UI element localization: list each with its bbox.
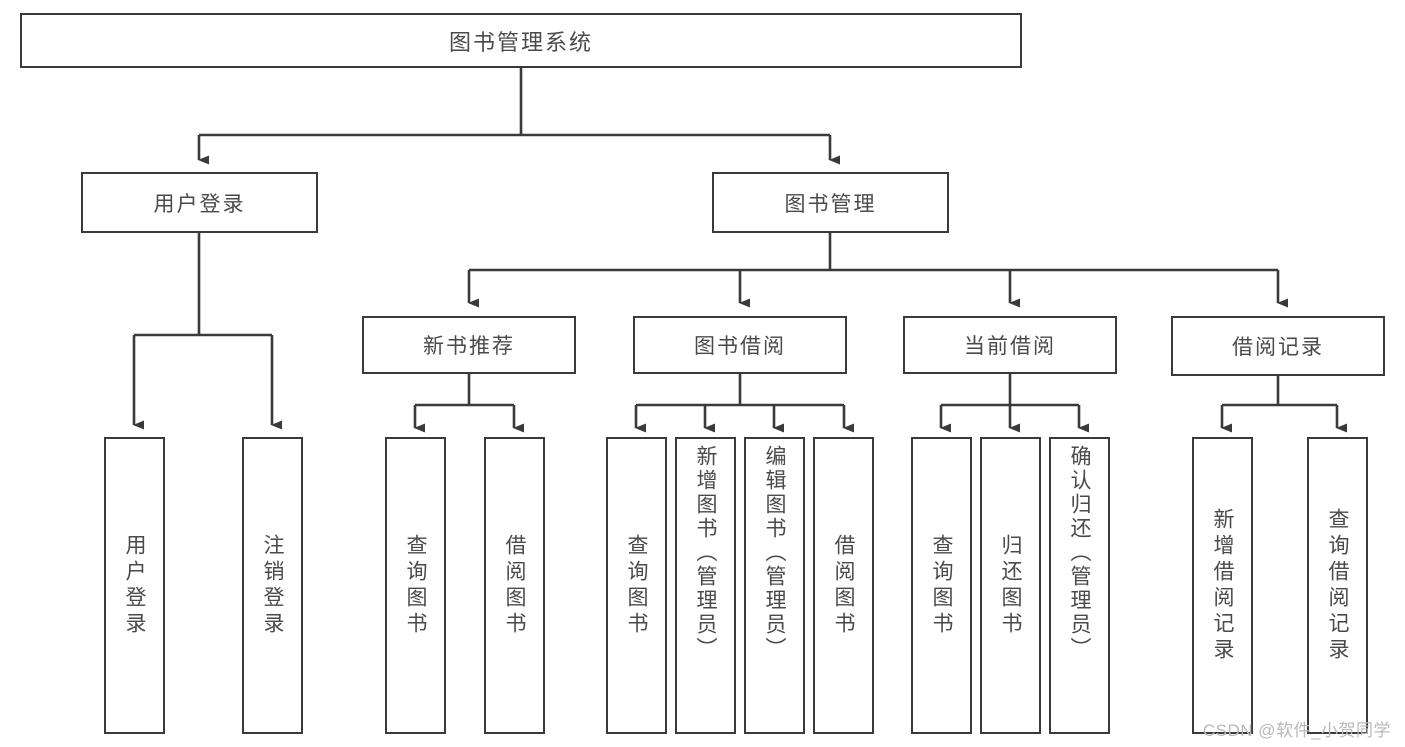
leaf-query-book-3-label: 查询图书 bbox=[930, 533, 953, 638]
leaf-query-record-label: 查询借阅记录 bbox=[1326, 507, 1349, 664]
node-new-book-recommend[interactable]: 新书推荐 bbox=[362, 316, 576, 374]
leaf-query-book-2[interactable]: 查询图书 bbox=[606, 437, 667, 734]
leaf-add-book[interactable]: 新增图书（管理员） bbox=[675, 437, 736, 734]
node-new-book-recommend-label: 新书推荐 bbox=[423, 335, 515, 358]
node-book-borrow-label: 图书借阅 bbox=[694, 335, 786, 358]
node-borrow-record-label: 借阅记录 bbox=[1232, 336, 1324, 359]
leaf-user-login-label: 用户登录 bbox=[123, 533, 146, 638]
leaf-confirm-return-label: 确认归还（管理员） bbox=[1068, 445, 1091, 661]
node-book-manage-label: 图书管理 bbox=[784, 192, 877, 216]
node-root-book-management-system[interactable]: 图书管理系统 bbox=[20, 13, 1022, 68]
leaf-add-book-label: 新增图书（管理员） bbox=[694, 445, 717, 661]
leaf-edit-book[interactable]: 编辑图书（管理员） bbox=[744, 437, 805, 734]
leaf-edit-book-label: 编辑图书（管理员） bbox=[763, 445, 786, 661]
node-current-borrow-label: 当前借阅 bbox=[964, 335, 1056, 358]
leaf-add-record[interactable]: 新增借阅记录 bbox=[1192, 437, 1253, 734]
leaf-logout-label: 注销登录 bbox=[261, 533, 284, 638]
node-current-borrow[interactable]: 当前借阅 bbox=[903, 316, 1117, 374]
node-book-manage[interactable]: 图书管理 bbox=[712, 172, 949, 233]
leaf-query-book-3[interactable]: 查询图书 bbox=[911, 437, 972, 734]
csdn-watermark: CSDN @软件_小贺同学 bbox=[1202, 721, 1391, 740]
leaf-borrow-book-2-label: 借阅图书 bbox=[832, 533, 855, 638]
node-book-borrow[interactable]: 图书借阅 bbox=[633, 316, 847, 374]
leaf-add-record-label: 新增借阅记录 bbox=[1211, 507, 1234, 664]
leaf-confirm-return[interactable]: 确认归还（管理员） bbox=[1049, 437, 1110, 734]
leaf-query-book-2-label: 查询图书 bbox=[625, 533, 648, 638]
leaf-return-book-label: 归还图书 bbox=[999, 533, 1022, 638]
leaf-borrow-book-2[interactable]: 借阅图书 bbox=[813, 437, 874, 734]
node-borrow-record[interactable]: 借阅记录 bbox=[1171, 316, 1385, 376]
node-user-login-label: 用户登录 bbox=[153, 192, 246, 216]
leaf-query-record[interactable]: 查询借阅记录 bbox=[1307, 437, 1368, 734]
node-user-login[interactable]: 用户登录 bbox=[81, 172, 318, 233]
leaf-user-login[interactable]: 用户登录 bbox=[104, 437, 165, 734]
node-root-label: 图书管理系统 bbox=[448, 29, 593, 55]
leaf-borrow-book-1[interactable]: 借阅图书 bbox=[484, 437, 545, 734]
leaf-logout[interactable]: 注销登录 bbox=[242, 437, 303, 734]
leaf-borrow-book-1-label: 借阅图书 bbox=[503, 533, 526, 638]
leaf-query-book-1-label: 查询图书 bbox=[404, 533, 427, 638]
leaf-return-book[interactable]: 归还图书 bbox=[980, 437, 1041, 734]
leaf-query-book-1[interactable]: 查询图书 bbox=[385, 437, 446, 734]
